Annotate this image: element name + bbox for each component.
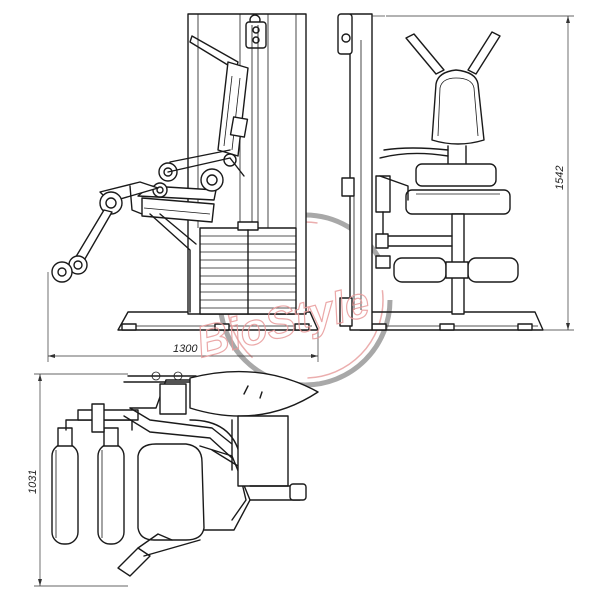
height-dimension: 1542 [386, 15, 574, 331]
depth-dimension: 1031 [27, 373, 128, 587]
front-view: 1542 [337, 13, 574, 331]
depth-label: 1031 [27, 470, 39, 494]
width-label: 1300 [173, 343, 198, 355]
top-view: 1031 [27, 370, 319, 587]
handles [405, 31, 501, 75]
seat [405, 163, 511, 215]
backrest [431, 69, 485, 145]
top-rollers [51, 427, 125, 545]
leg-rollers [393, 257, 519, 283]
height-label: 1542 [554, 166, 566, 190]
width-dimension: 1300 [47, 272, 319, 362]
side-view: 1300 [47, 13, 319, 362]
weight-stack [199, 221, 297, 315]
top-seat [137, 443, 251, 541]
